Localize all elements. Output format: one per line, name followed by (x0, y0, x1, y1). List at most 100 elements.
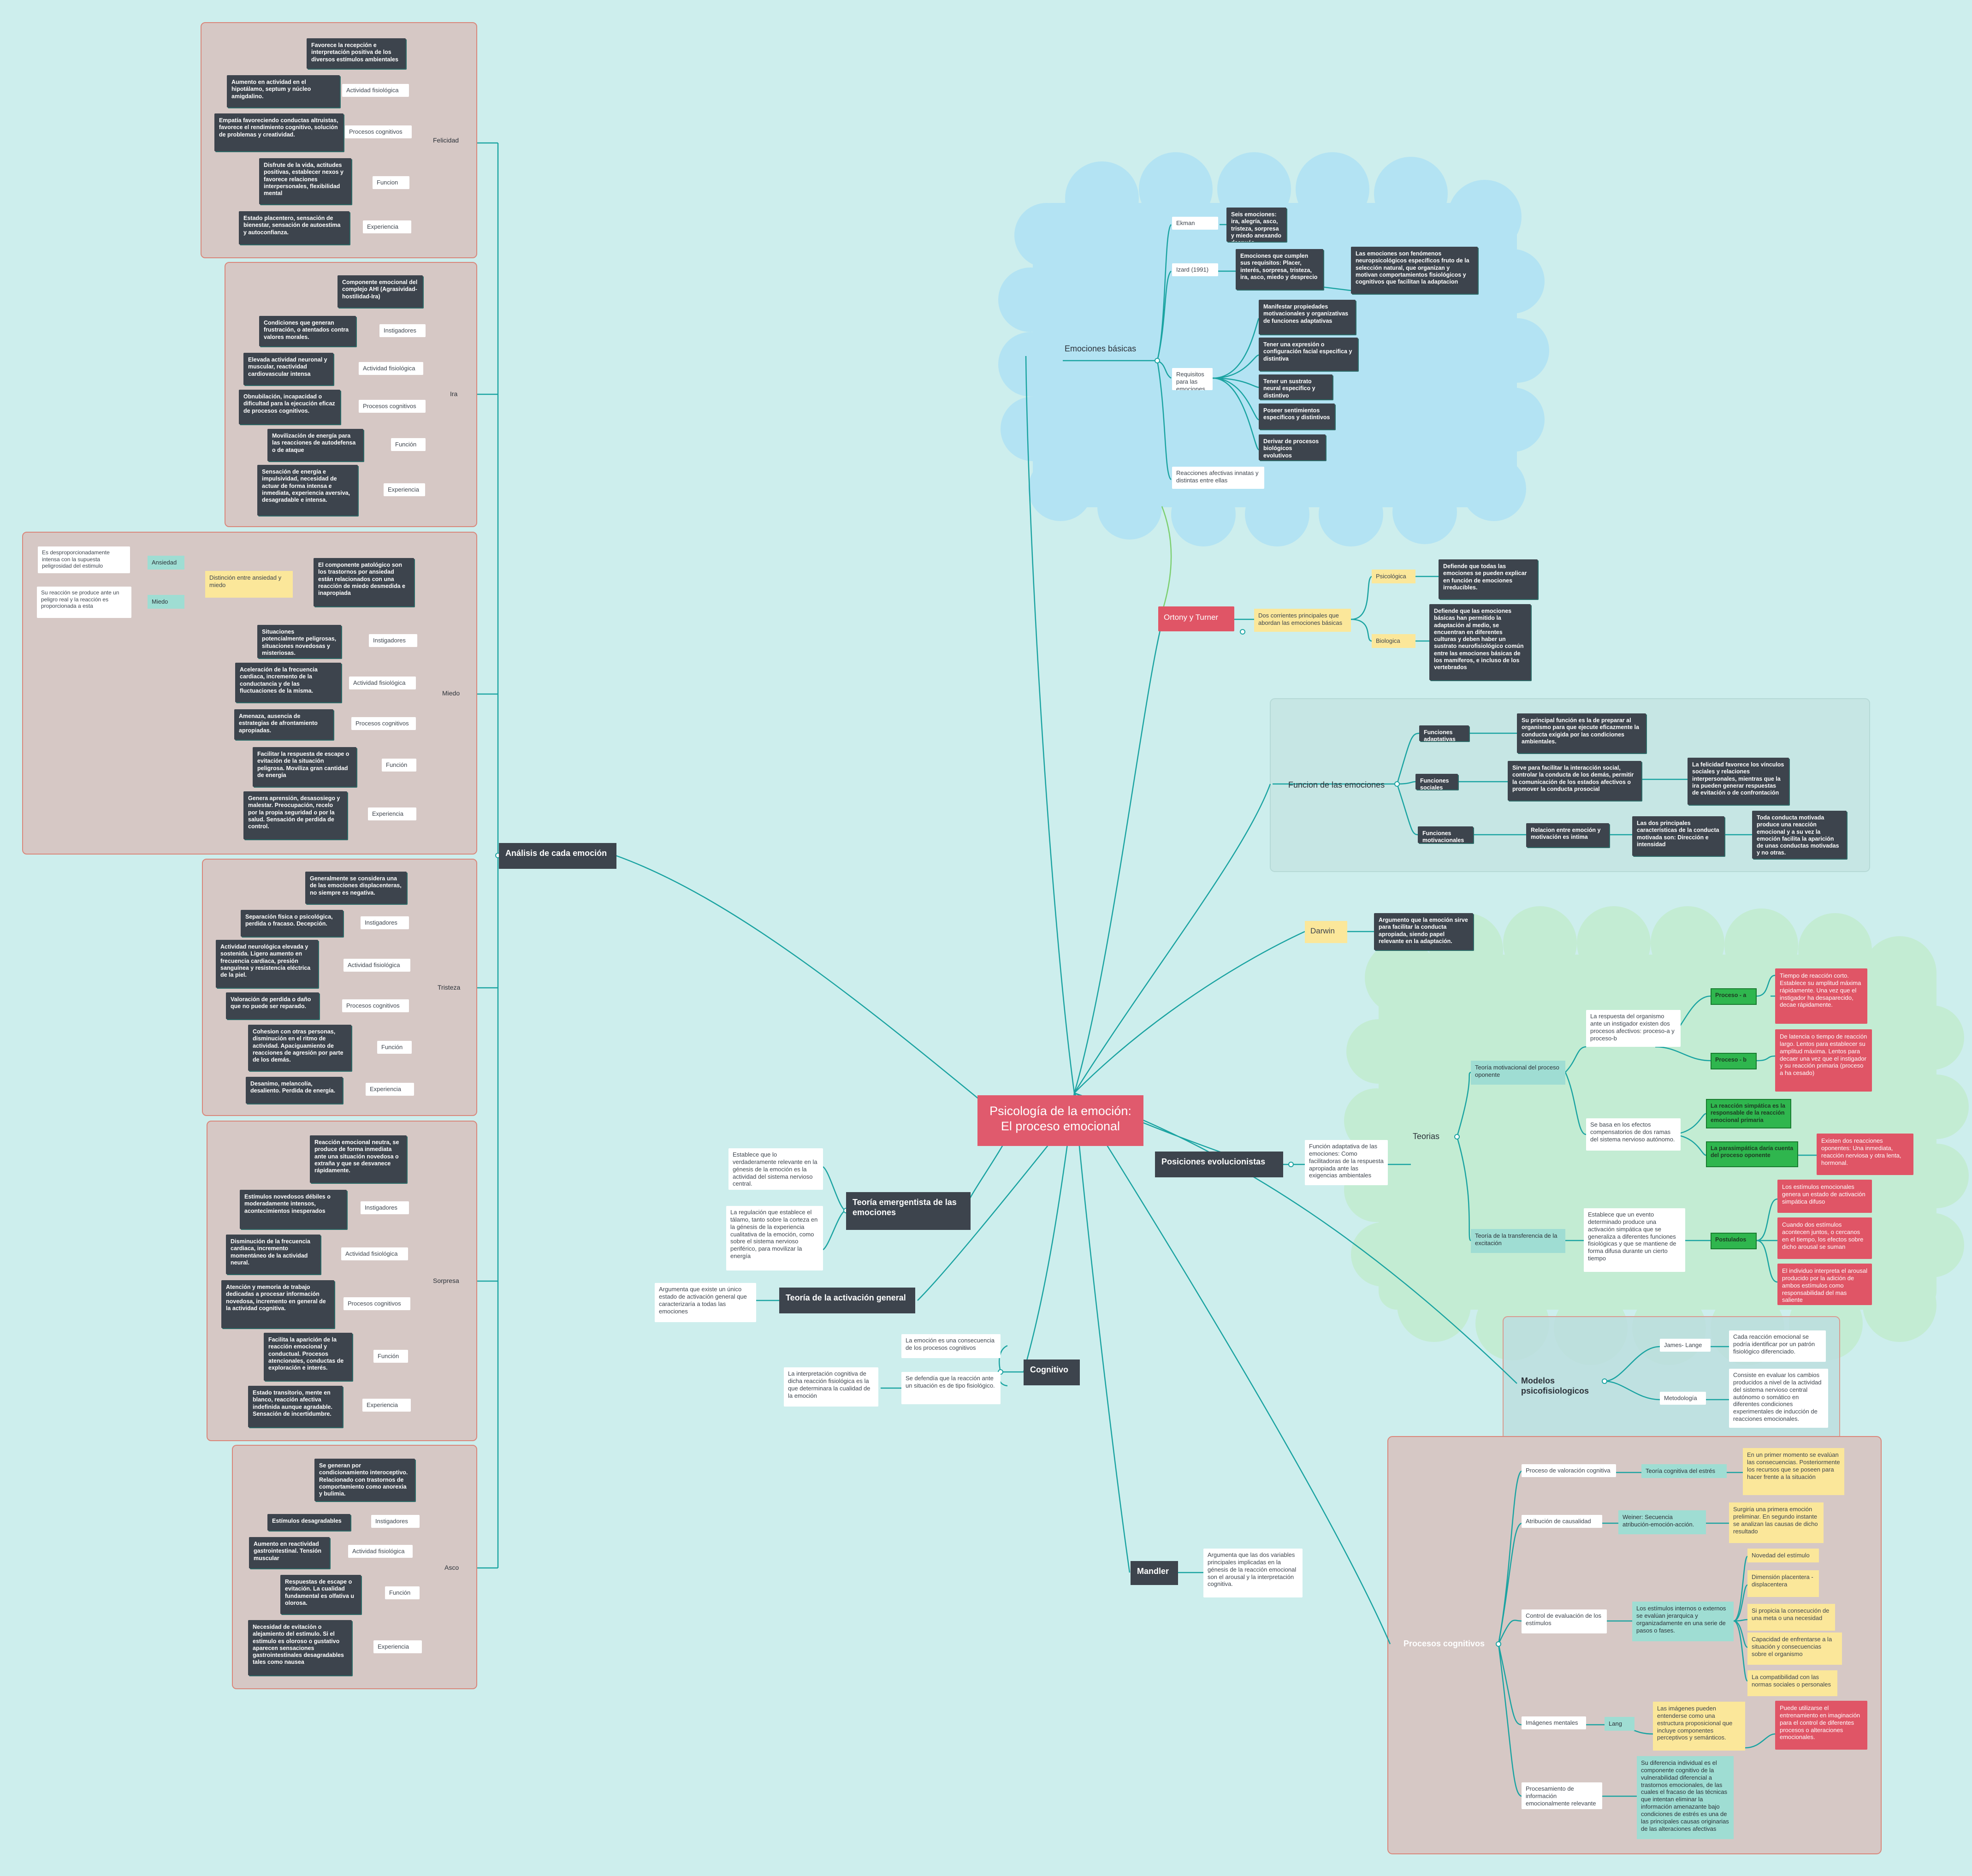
control-item-1[interactable]: Novedad del estímulo (1747, 1549, 1819, 1562)
posiciones-title[interactable]: Posiciones evolucionistas (1155, 1152, 1283, 1177)
tristeza-procesos[interactable]: Procesos cognitivos (342, 999, 409, 1012)
ira-funcion-desc[interactable]: Movilización de energía para las reaccio… (267, 429, 363, 461)
ira-label[interactable]: Ira (450, 390, 458, 398)
proceso-b-desc[interactable]: De latencia o tiempo de reacción largo. … (1775, 1029, 1872, 1092)
ira-procesos[interactable]: Procesos cognitivos (359, 400, 426, 413)
sorpresa-experiencia-desc[interactable]: Estado transitorio, mente en blanco, rea… (248, 1386, 343, 1427)
ira-instigadores-desc[interactable]: Condiciones que generan frustración, o a… (259, 316, 356, 346)
tristeza-desc[interactable]: Generalmente se considera una de las emo… (305, 872, 407, 904)
sorpresa-funcion-desc[interactable]: Facilita la aparición de la reacción emo… (264, 1333, 352, 1381)
central-topic[interactable]: Psicología de la emoción: El proceso emo… (977, 1095, 1143, 1146)
psicologica-desc[interactable]: Defiende que todas las emociones se pued… (1439, 559, 1538, 599)
ira-instigadores[interactable]: Instigadores (379, 324, 426, 337)
ortony-title[interactable]: Ortony y Turner (1158, 606, 1234, 631)
miedo-funcion[interactable]: Función (382, 759, 416, 772)
emergentista-desc2[interactable]: La regulación que establece el tálamo, t… (726, 1206, 823, 1270)
asco-funcion-desc[interactable]: Respuestas de escape o evitación. La cua… (280, 1575, 361, 1614)
sociales-desc2[interactable]: La felicidad favorece los vínculos socia… (1688, 758, 1789, 805)
activacion-title[interactable]: Teoría de la activación general (779, 1288, 915, 1313)
requisitos-label[interactable]: Requisitos para las emociones básicas (1172, 368, 1213, 390)
metodologia-desc[interactable]: Consiste en evaluar los cambios producid… (1729, 1369, 1828, 1428)
tristeza-instigadores-desc[interactable]: Separación física o psicológica, perdida… (241, 910, 343, 937)
control-item-5[interactable]: La compatibilidad con las normas sociale… (1747, 1670, 1837, 1696)
ira-actividad[interactable]: Actividad fisiológica (359, 362, 423, 375)
ansiedad-label[interactable]: Ansiedad (148, 556, 184, 570)
miedo-experiencia[interactable]: Experiencia (368, 807, 416, 820)
adaptativas-desc[interactable]: Su principal función es la de preparar a… (1517, 713, 1646, 753)
ira-experiencia[interactable]: Experiencia (384, 483, 425, 496)
motivacion-caracteristicas[interactable]: Las dos principales características de l… (1632, 816, 1724, 856)
atribucion-causalidad[interactable]: Atribución de causalidad (1522, 1515, 1602, 1528)
izard-desc2[interactable]: Las emociones son fenómenos neuropsicoló… (1351, 247, 1478, 294)
miedo-actividad-desc[interactable]: Aceleración de la frecuencia cardiaca, i… (235, 663, 341, 702)
cognitivo-desc3[interactable]: La interpretación cognitiva de dicha rea… (784, 1367, 878, 1407)
requisito-4[interactable]: Poseer sentimientos específicos y distin… (1259, 404, 1335, 429)
activacion-desc[interactable]: Argumenta que existe un único estado de … (655, 1283, 756, 1322)
asco-desc[interactable]: Se generan por condicionamiento interoce… (314, 1459, 415, 1501)
darwin-desc[interactable]: Argumento que la emoción sirve para faci… (1374, 913, 1473, 950)
control-evaluacion[interactable]: Control de evaluación de los estímulos (1522, 1609, 1607, 1633)
felicidad-label[interactable]: Felicidad (433, 137, 459, 144)
lang-desc2[interactable]: Puede utilizarse el entrenamiento en ima… (1775, 1701, 1867, 1750)
izard-desc[interactable]: Emociones que cumplen sus requisitos: Pl… (1236, 249, 1323, 290)
basicas-title[interactable]: Emociones básicas (1065, 344, 1137, 353)
asco-actividad-desc[interactable]: Aumento en reactividad gastrointestinal.… (249, 1537, 330, 1568)
proceso-b[interactable]: Proceso - b (1711, 1053, 1757, 1069)
procesamiento-desc[interactable]: Su diferencia individual es el component… (1637, 1756, 1734, 1839)
felicidad-funcion-desc[interactable]: Disfrute de la vida, actitudes positivas… (259, 158, 351, 204)
miedo-instigadores[interactable]: Instigadores (369, 634, 417, 647)
miedo-actividad[interactable]: Actividad fisiológica (349, 677, 416, 689)
funcion-title[interactable]: Funcion de las emociones (1288, 780, 1385, 790)
reaccion-simpatica[interactable]: La reacción simpática es la responsable … (1706, 1099, 1791, 1128)
lang-desc[interactable]: Las imágenes pueden entenderse como una … (1653, 1702, 1745, 1751)
psicologica-label[interactable]: Psicológica (1372, 570, 1415, 583)
felicidad-experiencia[interactable]: Experiencia (363, 220, 411, 233)
mandler-title[interactable]: Mandler (1131, 1561, 1178, 1585)
analisis-title[interactable]: Análisis de cada emoción (499, 843, 616, 869)
ekman-desc[interactable]: Seis emociones: ira, alegría, asco, tris… (1226, 208, 1286, 242)
teoria-transferencia[interactable]: Teoría de la transferencia de la excitac… (1471, 1229, 1565, 1253)
tristeza-instigadores[interactable]: Instigadores (361, 916, 409, 929)
miedo-instigadores-desc[interactable]: Situaciones potencialmente peligrosas, s… (257, 625, 341, 658)
tristeza-actividad-desc[interactable]: Actividad neurológica elevada y sostenid… (216, 940, 318, 988)
felicidad-funcion[interactable]: Funcion (373, 176, 409, 189)
funciones-adaptativas[interactable]: Funciones adaptativas (1419, 725, 1469, 741)
sorpresa-experiencia[interactable]: Experiencia (362, 1399, 411, 1412)
requisito-1[interactable]: Manifestar propiedades motivacionales y … (1259, 300, 1356, 334)
modelos-title[interactable]: Modelos psicofisiologicos (1521, 1376, 1589, 1395)
reacciones-afectivas[interactable]: Reacciones afectivas innatas y distintas… (1172, 467, 1264, 489)
emergentista-title[interactable]: Teoría emergentista de las emociones (846, 1192, 971, 1230)
tristeza-experiencia-desc[interactable]: Desanimo, melancolía, desaliento. Perdid… (246, 1077, 343, 1104)
tristeza-procesos-desc[interactable]: Valoración de perdida o daño que no pued… (226, 992, 319, 1019)
miedo-experiencia-desc[interactable]: Genera aprensión, desasosiego y malestar… (243, 791, 347, 839)
valoracion-cognitiva[interactable]: Proceso de valoración cognitiva (1522, 1464, 1616, 1477)
control-item-2[interactable]: Dimensión placentera - displacentera (1747, 1570, 1819, 1597)
ansiedad-desc[interactable]: Es desproporcionadamente intensa con la … (38, 546, 130, 573)
imagenes-mentales[interactable]: Imágenes mentales (1522, 1716, 1586, 1729)
miedo-procesos[interactable]: Procesos cognitivos (351, 717, 416, 730)
felicidad-procesos-desc[interactable]: Empatía favoreciendo conductas altruista… (214, 113, 343, 151)
sorpresa-desc[interactable]: Reacción emocional neutra, se produce de… (310, 1135, 407, 1183)
asco-instigadores[interactable]: Instigadores (371, 1515, 420, 1528)
ira-funcion[interactable]: Función (391, 438, 426, 451)
sorpresa-procesos-desc[interactable]: Atención y memoria de trabajo dedicadas … (221, 1280, 334, 1328)
funciones-sociales[interactable]: Funciones sociales (1415, 774, 1458, 790)
asco-funcion[interactable]: Función (385, 1586, 420, 1599)
biologica-label[interactable]: Biologica (1372, 634, 1415, 648)
felicidad-desc[interactable]: Favorece la recepción e interpretación p… (307, 38, 406, 69)
postulado-3[interactable]: El individuo interpreta el arousal produ… (1777, 1264, 1872, 1305)
lang-label[interactable]: Lang (1605, 1717, 1634, 1731)
valoracion-desc[interactable]: En un primer momento se evalúan las cons… (1743, 1448, 1844, 1495)
requisito-2[interactable]: Tener una expresión o configuración faci… (1259, 338, 1358, 371)
tristeza-funcion[interactable]: Función (377, 1041, 412, 1054)
reaccion-parasimpatica[interactable]: La parasimpática daría cuenta del proces… (1706, 1141, 1798, 1167)
felicidad-actividad[interactable]: Actividad fisiológica (342, 84, 409, 97)
sorpresa-instigadores-desc[interactable]: Estímulos novedosos débiles o moderadame… (240, 1190, 347, 1229)
mandler-desc[interactable]: Argumenta que las dos variables principa… (1203, 1549, 1303, 1597)
miedo-sub-label[interactable]: Miedo (148, 595, 184, 609)
transferencia-desc[interactable]: Establece que un evento determinado prod… (1584, 1208, 1685, 1272)
oponente-desc1[interactable]: La respuesta del organismo ante un insti… (1586, 1010, 1681, 1047)
weiner-secuencia[interactable]: Weiner: Secuencia atribución-emoción-acc… (1618, 1510, 1706, 1534)
tristeza-label[interactable]: Tristeza (438, 984, 461, 991)
parasimpatica-desc[interactable]: Existen dos reacciones oponentes: Una in… (1817, 1134, 1913, 1175)
